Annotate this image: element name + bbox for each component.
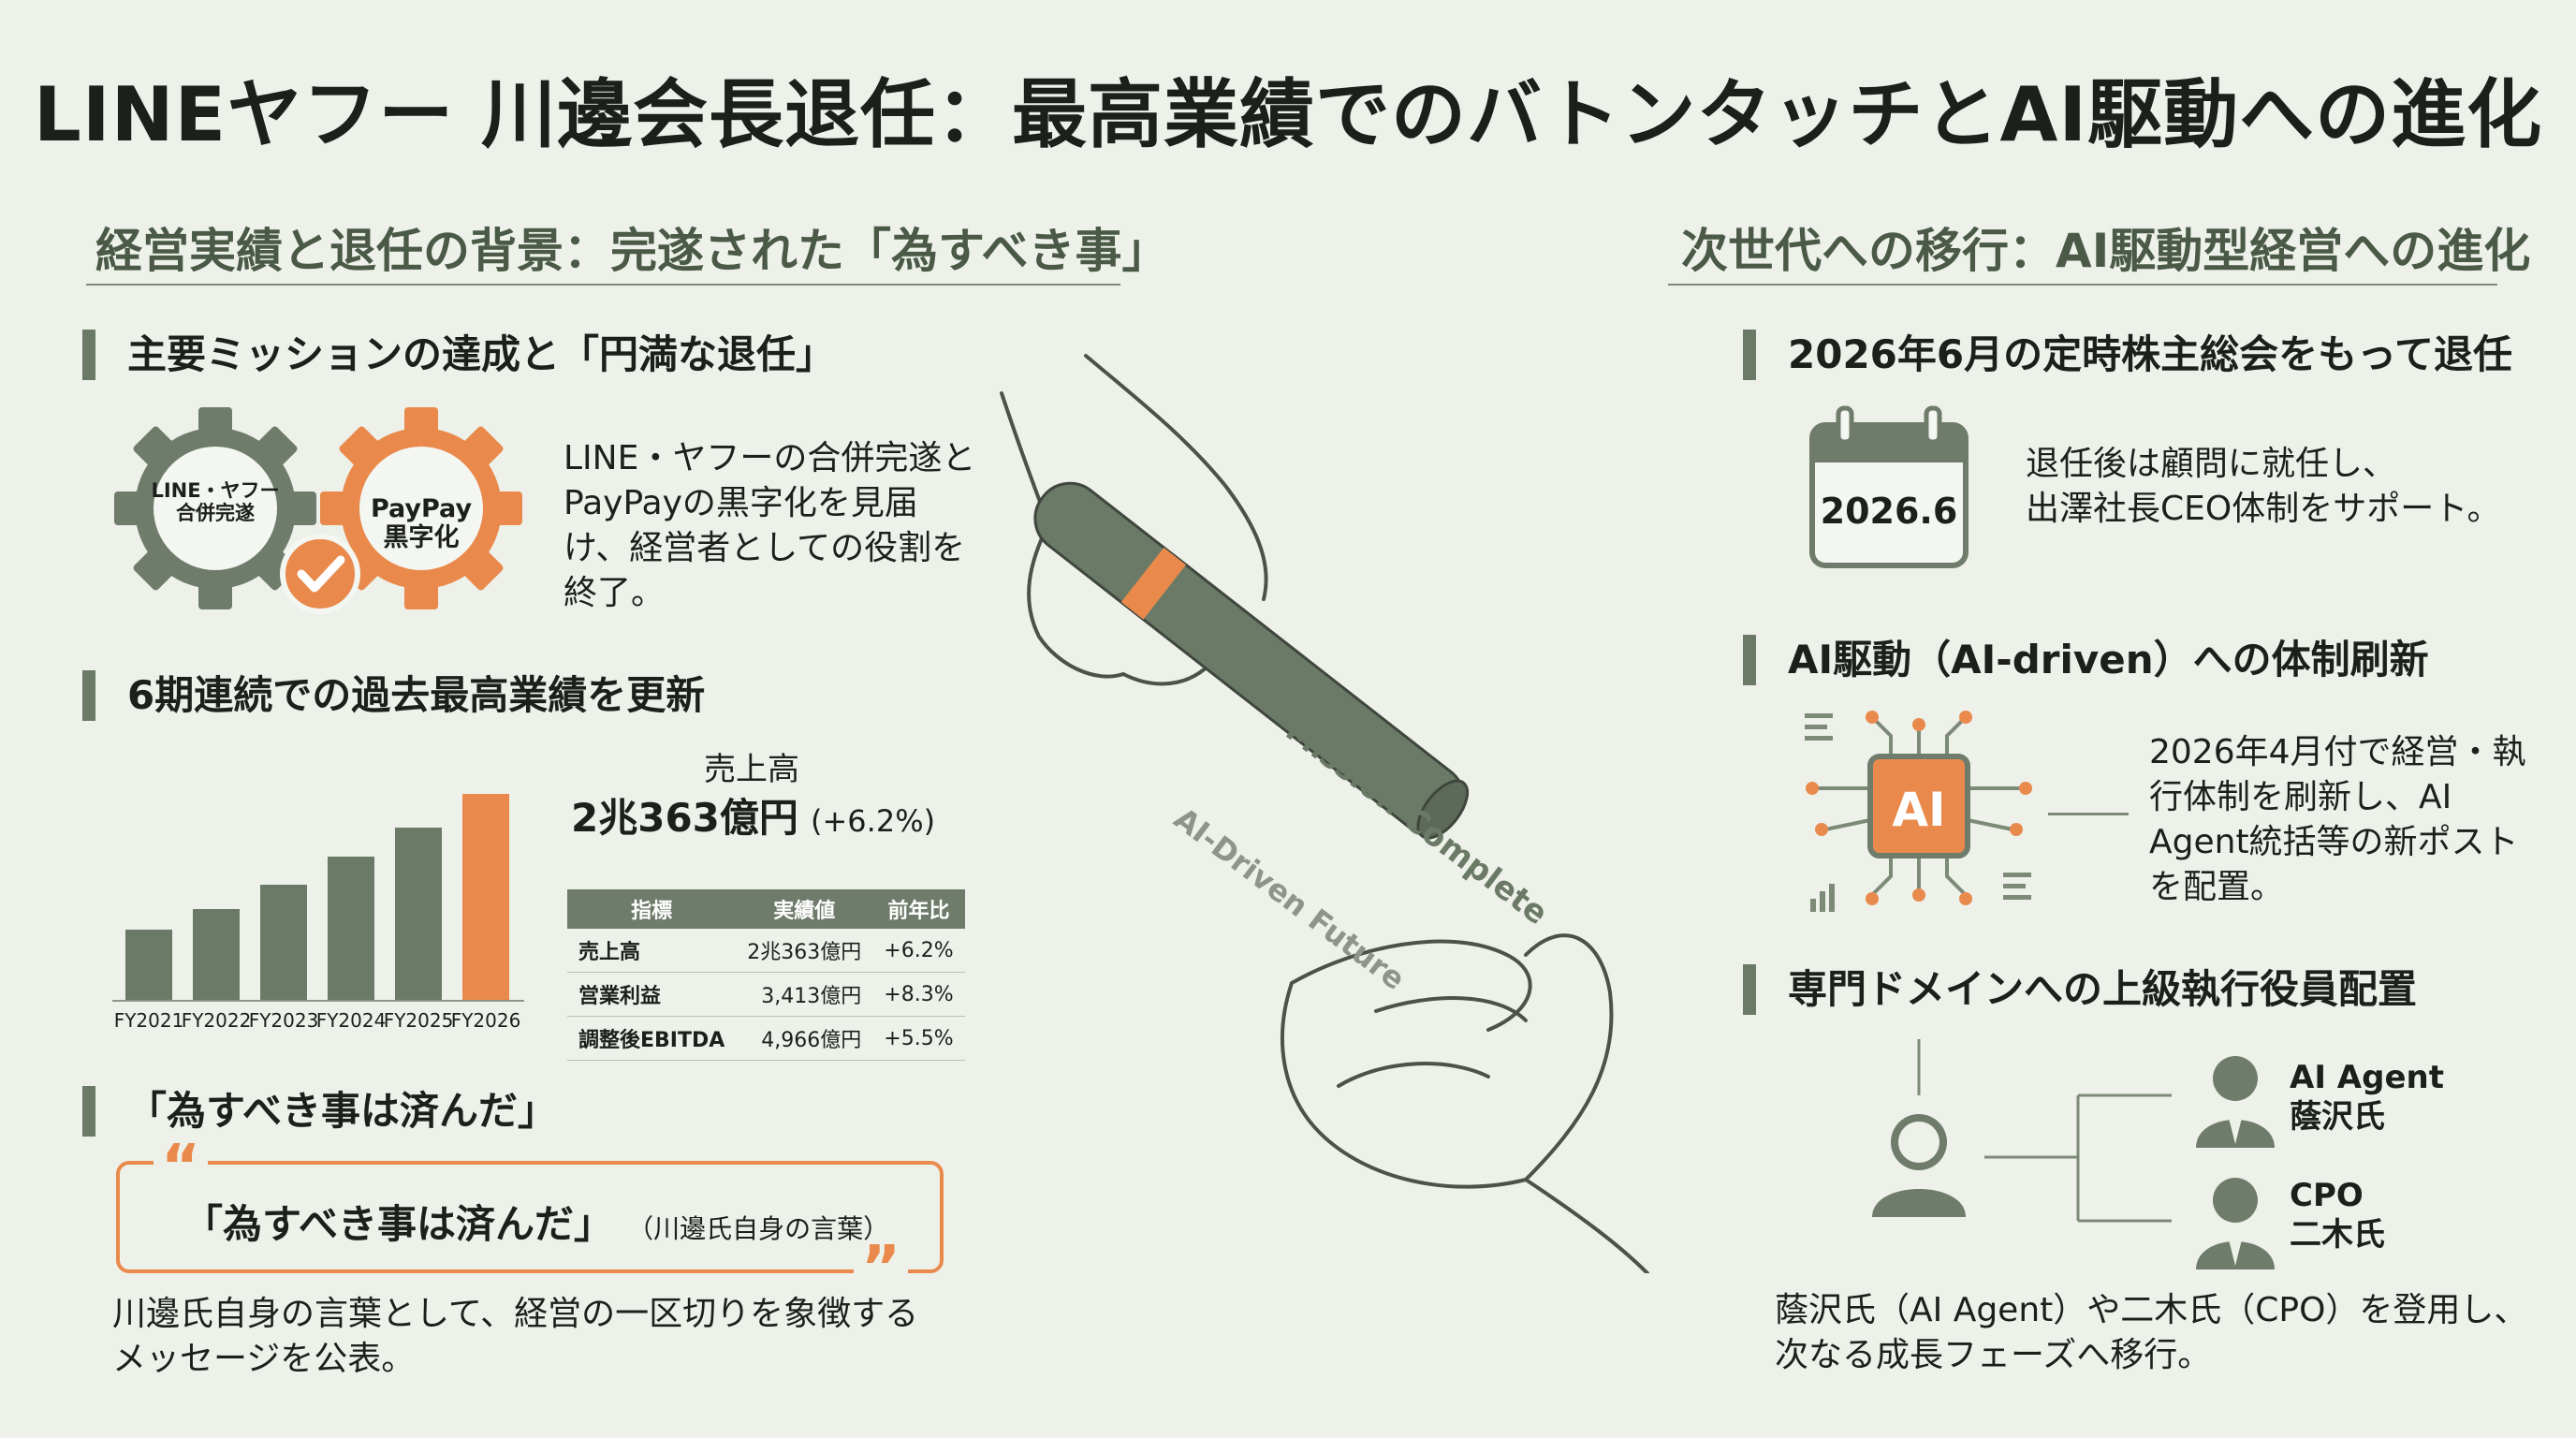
mission-text-line: PayPayの黒字化を見届 bbox=[564, 484, 918, 522]
chart-tick-label: FY2025 bbox=[383, 1009, 454, 1032]
executive-cpo: CPO 二木氏 bbox=[2290, 1176, 2385, 1255]
ai-chip-illustration bbox=[1805, 711, 2032, 912]
revenue-figure: 2兆363億円 (+6.2%) bbox=[571, 786, 935, 844]
decor-bars bbox=[1805, 713, 2031, 912]
table-cell: 2兆363億円 bbox=[736, 929, 873, 973]
ai-chip-label: AI bbox=[1892, 783, 1946, 837]
table-header: 実績値 bbox=[736, 889, 873, 929]
quote-box bbox=[116, 1161, 944, 1273]
mission-text-line: 終了。 bbox=[564, 574, 666, 612]
circuit-nodes bbox=[1806, 711, 2032, 905]
retire-text-line: 退任後は顧問に就任し、 bbox=[2026, 445, 2397, 483]
executive-icon bbox=[2196, 1056, 2275, 1148]
page-title: LINEヤフー 川邊会長退任：最高業績でのバトンタッチとAI駆動への進化 bbox=[33, 71, 2543, 158]
table-header: 前年比 bbox=[872, 889, 965, 929]
receiving-hand-icon bbox=[1281, 933, 1649, 1273]
chart-baseline bbox=[112, 1000, 524, 1002]
gear-label-paypay: PayPay 黒字化 bbox=[370, 494, 473, 553]
baton-icon bbox=[1033, 481, 1470, 840]
quote-heading: 「為すべき事は済んだ」 bbox=[82, 1086, 557, 1137]
chart-bar bbox=[125, 930, 172, 1000]
quote-content: 「為すべき事は済んだ」 （川邊氏自身の言葉） bbox=[183, 1193, 889, 1250]
ai-connector-line bbox=[2048, 813, 2129, 815]
chart-bar bbox=[260, 885, 307, 1000]
performance-table: 指標 実績値 前年比 売上高 2兆363億円 +6.2% 営業利益 3,413億… bbox=[567, 889, 965, 1061]
table-header: 指標 bbox=[567, 889, 737, 929]
executive-icon bbox=[2196, 1178, 2275, 1269]
table-cell: 調整後EBITDA bbox=[567, 1016, 737, 1061]
mission-heading: 主要ミッションの達成と「円満な退任」 bbox=[82, 330, 835, 380]
table-cell: +5.5% bbox=[872, 1016, 965, 1061]
table-row: 調整後EBITDA 4,966億円 +5.5% bbox=[567, 1016, 965, 1061]
calendar-icon bbox=[1809, 405, 1969, 568]
exec-text: 蔭沢氏（AI Agent）や二木氏（CPO）を登用し、 次なる成長フェーズへ移行… bbox=[1775, 1288, 2527, 1378]
circuit-lines bbox=[1816, 715, 2022, 897]
gear-icon bbox=[114, 407, 316, 609]
ai-text: 2026年4月付で経営・執 行体制を刷新し、AI Agent統括等の新ポスト を… bbox=[2149, 730, 2526, 910]
ai-text-line: Agent統括等の新ポスト bbox=[2149, 823, 2519, 861]
org-chart-lines bbox=[1917, 1039, 2172, 1223]
gear-label-merger: LINE・ヤフー 合併完遂 bbox=[151, 479, 280, 525]
executive-role: CPO bbox=[2290, 1177, 2364, 1214]
mission-text-line: LINE・ヤフーの合併完遂と bbox=[564, 439, 976, 477]
ai-text-line: 行体制を刷新し、AI bbox=[2149, 778, 2452, 816]
revenue-label: 売上高 bbox=[704, 751, 799, 788]
quote-text: 「為すべき事は済んだ」 bbox=[183, 1201, 614, 1247]
table-cell: 売上高 bbox=[567, 929, 737, 973]
table-cell: 営業利益 bbox=[567, 972, 737, 1017]
ai-heading: AI駆動（AI-driven）への体制刷新 bbox=[1743, 635, 2429, 685]
check-icon bbox=[280, 534, 360, 614]
table-row: 営業利益 3,413億円 +8.3% bbox=[567, 972, 965, 1017]
table-row: 売上高 2兆363億円 +6.2% bbox=[567, 929, 965, 973]
org-chart bbox=[1872, 1039, 2172, 1223]
ai-text-line: を配置。 bbox=[2149, 868, 2285, 906]
chart-tick-label: FY2023 bbox=[248, 1009, 319, 1032]
executive-name: 蔭沢氏 bbox=[2290, 1098, 2385, 1136]
retire-text: 退任後は顧問に就任し、 出澤社長CEO体制をサポート。 bbox=[2026, 442, 2501, 532]
table-cell: +8.3% bbox=[872, 972, 965, 1017]
revenue-growth: (+6.2%) bbox=[811, 803, 936, 839]
ai-text-line: 2026年4月付で経営・執 bbox=[2149, 733, 2526, 771]
executive-ai-agent: AI Agent 蔭沢氏 bbox=[2290, 1058, 2444, 1137]
mission-text-line: け、経営者としての役割を bbox=[564, 529, 966, 567]
chart-tick-label: FY2021 bbox=[113, 1009, 184, 1032]
exec-text-line: 次なる成長フェーズへ移行。 bbox=[1775, 1336, 2212, 1374]
revenue-bar-chart bbox=[112, 786, 524, 1000]
table-cell: 3,413億円 bbox=[736, 972, 873, 1017]
retire-heading: 2026年6月の定時株主総会をもって退任 bbox=[1743, 330, 2512, 380]
performance-heading: 6期連続での過去最高業績を更新 bbox=[82, 670, 705, 721]
revenue-value: 2兆363億円 bbox=[571, 795, 798, 841]
quote-attribution: （川邊氏自身の言葉） bbox=[627, 1213, 890, 1244]
quote-caption-line: メッセージを公表。 bbox=[112, 1340, 416, 1378]
gears-illustration bbox=[114, 407, 522, 614]
left-section-heading: 経営実績と退任の背景：完遂された「為すべき事」 bbox=[95, 224, 1169, 278]
baton-illustration bbox=[1000, 354, 1649, 1273]
table-header-row: 指標 実績値 前年比 bbox=[567, 889, 965, 929]
quote-open-icon: “ bbox=[154, 1135, 209, 1200]
chart-bar bbox=[462, 794, 509, 1000]
executive-role: AI Agent bbox=[2290, 1059, 2444, 1096]
table-cell: 4,966億円 bbox=[736, 1016, 873, 1061]
ai-chip-icon bbox=[1867, 754, 1970, 858]
chart-tick-label: FY2026 bbox=[450, 1009, 521, 1032]
chart-bar bbox=[193, 909, 240, 1000]
chart-tick-label: FY2024 bbox=[315, 1009, 387, 1032]
left-section-rule bbox=[86, 284, 1120, 286]
chart-bar bbox=[328, 857, 374, 1000]
retire-text-line: 出澤社長CEO体制をサポート。 bbox=[2026, 490, 2501, 528]
executive-name: 二木氏 bbox=[2290, 1216, 2385, 1254]
quote-close-icon: ” bbox=[854, 1236, 909, 1301]
chart-bar bbox=[395, 828, 442, 1000]
right-section-heading: 次世代への移行：AI駆動型経営への進化 bbox=[1681, 224, 2531, 278]
right-section-rule bbox=[1668, 284, 2497, 286]
calendar-date: 2026.6 bbox=[1820, 491, 1958, 532]
quote-caption-line: 川邊氏自身の言葉として、経営の一区切りを象徴する bbox=[112, 1295, 919, 1333]
mission-text: LINE・ヤフーの合併完遂と PayPayの黒字化を見届 け、経営者としての役割… bbox=[564, 436, 975, 616]
person-icon bbox=[1872, 1114, 1966, 1217]
table-cell: +6.2% bbox=[872, 929, 965, 973]
exec-heading: 専門ドメインへの上級執行役員配置 bbox=[1743, 964, 2417, 1015]
quote-caption: 川邊氏自身の言葉として、経営の一区切りを象徴する メッセージを公表。 bbox=[112, 1292, 918, 1382]
chart-tick-label: FY2022 bbox=[181, 1009, 252, 1032]
exec-text-line: 蔭沢氏（AI Agent）や二木氏（CPO）を登用し、 bbox=[1775, 1291, 2528, 1329]
